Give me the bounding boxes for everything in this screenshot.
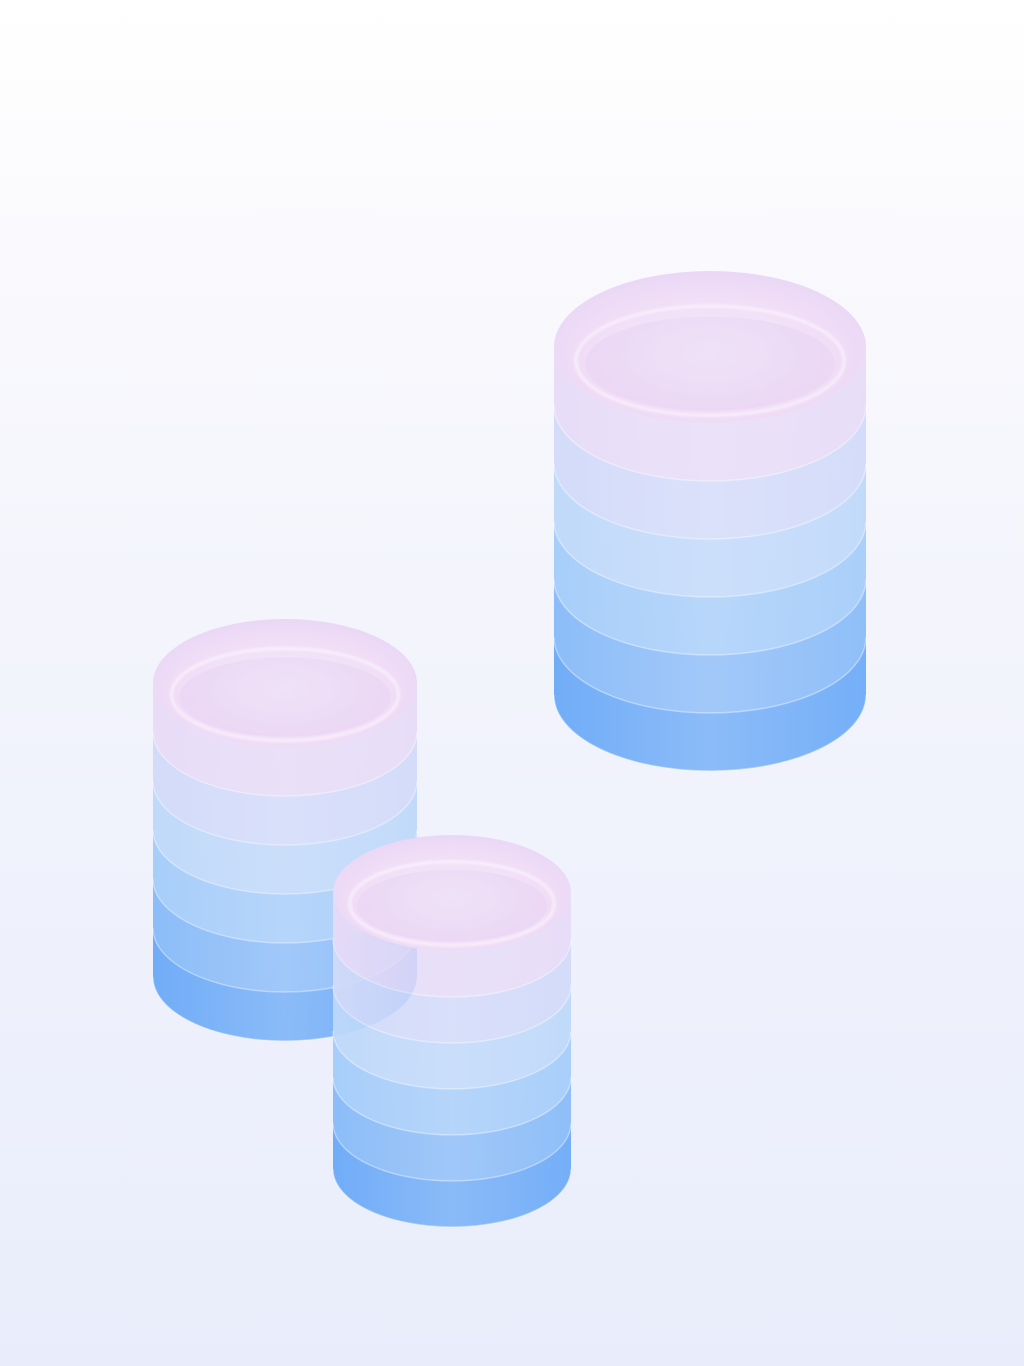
coin-layer-edge (553, 404, 867, 482)
coin-rim (169, 646, 401, 743)
coin-layer (153, 732, 417, 845)
coin-layer (554, 637, 866, 771)
coin-layer-edge (152, 780, 418, 846)
coin-layer-edge (332, 1030, 572, 1090)
coin-layer (333, 1123, 571, 1227)
coin-rim (574, 304, 846, 417)
coin-layer (333, 1031, 571, 1135)
coin-layer (153, 683, 417, 796)
large-coin-stack (553, 271, 867, 772)
coin-layer (333, 939, 571, 1043)
coin-layer (554, 579, 866, 713)
coin-recess (585, 316, 835, 411)
coin-top-face (554, 271, 866, 423)
coin-layer-edge (332, 984, 572, 1044)
coin-layer-edge (332, 938, 572, 998)
coin-layer (554, 521, 866, 655)
coin-layer-edge (553, 694, 867, 772)
small-coin-stack (332, 835, 572, 1228)
coin-layer (554, 463, 866, 597)
coin-layer-edge (152, 731, 418, 797)
coin-recess (356, 869, 548, 942)
coin-layer-edge (553, 636, 867, 714)
coin-layer-edge (332, 1168, 572, 1228)
coin-top-face (333, 835, 571, 951)
coin-layer (333, 893, 571, 997)
coin-rim (348, 860, 556, 947)
coin-layer (333, 985, 571, 1089)
coin-layer (554, 405, 866, 539)
coin-layer-edge (332, 1122, 572, 1182)
coin-layer-edge (553, 578, 867, 656)
coin-recess (179, 657, 391, 737)
coin-layer-edge (332, 1076, 572, 1136)
coin-top-face (153, 619, 417, 747)
coin-layer (554, 347, 866, 481)
coin-layer-edge (553, 462, 867, 540)
coin-layer-edge (553, 520, 867, 598)
coin-layer (333, 1077, 571, 1181)
